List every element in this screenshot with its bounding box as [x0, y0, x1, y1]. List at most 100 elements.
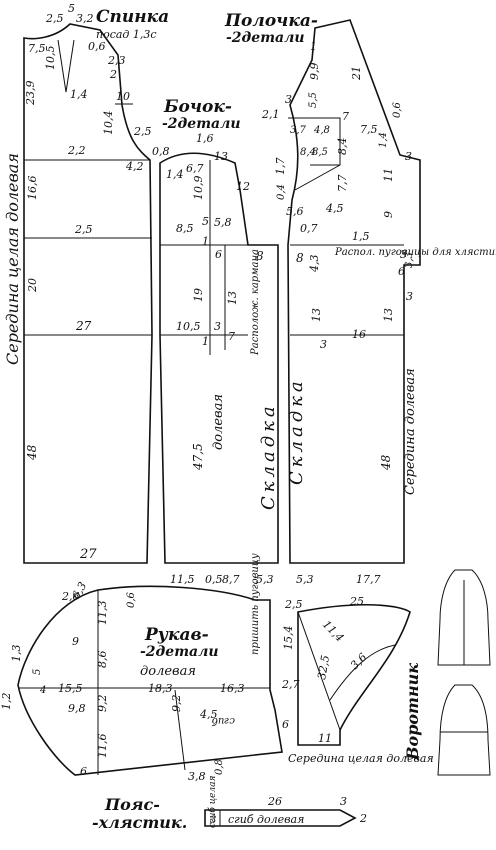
meas-front-28: 6 — [398, 265, 405, 278]
meas-back-2: 5 — [68, 2, 75, 15]
meas-back-14: 4,2 — [125, 160, 144, 173]
meas-side-19: 11,5 — [170, 573, 195, 586]
meas-front-23: 0,7 — [300, 222, 318, 235]
meas-collar-7: 11 — [318, 732, 332, 745]
meas-side-20: 0,5 — [205, 573, 223, 586]
meas-back-6: 10,5 — [44, 46, 57, 71]
meas-back-5: 2,3 — [107, 54, 126, 67]
back-measurements: 2,5 3,2 5 7,5 0,6 2,3 10,5 1,4 2 23,9 10… — [24, 2, 170, 562]
front-title: Полочка- — [224, 11, 318, 31]
meas-front-24: 1,5 — [352, 230, 370, 243]
side-piece — [159, 152, 279, 564]
belt-piece — [204, 809, 357, 827]
meas-back-13: 2,2 — [67, 144, 86, 157]
meas-sleeve-21: 0,8 — [214, 759, 225, 775]
meas-collar-4: 32,5 — [315, 654, 332, 680]
meas-sleeve-12: 1,2 — [0, 693, 13, 711]
meas-side-6: 5 — [202, 215, 209, 228]
meas-front-27: 3 — [400, 248, 407, 261]
sleeve-count: -2детали — [140, 644, 219, 660]
meas-front-29: 3,3 — [404, 252, 415, 268]
back-title: Спинка — [96, 7, 169, 27]
meas-belt-1: 3 — [340, 795, 347, 808]
meas-collar-0: 2,5 — [284, 598, 303, 611]
meas-front-26: 4,3 — [308, 255, 321, 274]
meas-front-30: 3 — [406, 290, 413, 303]
meas-sleeve-3: 0,6 — [126, 591, 137, 608]
meas-sleeve-16: 9,2 — [170, 695, 183, 713]
meas-sleeve-11: 2,7 — [281, 678, 300, 691]
coat-sketch-back — [437, 684, 491, 776]
back-ease-label: посад 1,3с — [96, 28, 157, 41]
meas-front-1: 9,9 — [308, 63, 321, 81]
front-piece — [287, 19, 421, 564]
meas-front-16: 7,7 — [336, 175, 349, 193]
front-measurements: 1 9,9 21 3 5,5 2,1 7 3,7 4,8 7,5 1,4 0,6… — [261, 40, 415, 586]
meas-belt-0: 26 — [267, 795, 282, 808]
meas-side-15: 3 — [214, 320, 221, 333]
coat-sketch-front — [437, 569, 491, 666]
meas-back-0: 2,5 — [45, 12, 64, 25]
meas-sleeve-6: 8,6 — [96, 651, 109, 669]
front-fold-label: Складка — [286, 377, 307, 485]
meas-front-20: 5,6 — [286, 205, 304, 218]
belt-fold-label: сгиб долевая — [228, 813, 304, 826]
collar-mid-label: Середина целая долевая — [288, 752, 434, 765]
side-fold-label: Складка — [258, 402, 279, 510]
meas-front-10: 1,4 — [378, 132, 389, 148]
meas-belt-3: 2 — [359, 812, 367, 825]
meas-back-21: 0,8 — [152, 145, 170, 158]
meas-side-5: 12 — [236, 180, 250, 193]
meas-side-22: 5,3 — [256, 573, 274, 586]
meas-back-7: 1,4 — [70, 88, 88, 101]
meas-side-18: 47,5 — [191, 443, 205, 471]
meas-collar-3: 11,4 — [320, 618, 347, 645]
belt-title-2: -хлястик. — [92, 813, 187, 832]
meas-sleeve-0: 2,6 — [61, 590, 80, 603]
side-count: -2детали — [162, 116, 241, 132]
meas-back-8: 2 — [109, 68, 117, 81]
meas-side-8: 8,5 — [176, 222, 194, 235]
meas-sleeve-5: 9 — [72, 635, 79, 648]
meas-front-7: 3,7 — [290, 125, 307, 136]
meas-front-22: 9 — [382, 211, 395, 218]
meas-front-3: 3 — [285, 93, 292, 106]
meas-side-14: 10,5 — [176, 320, 201, 333]
meas-front-2: 21 — [350, 66, 363, 81]
belt-whole-label: сгиб целая — [207, 776, 218, 828]
meas-side-0: 1,6 — [196, 132, 214, 145]
meas-front-11: 0,6 — [392, 101, 403, 118]
buttons-label: Распол. пуговицы для хлястика — [334, 247, 496, 258]
meas-sleeve-18: 11,6 — [96, 734, 109, 759]
meas-sleeve-17: 4,5 — [199, 708, 218, 721]
meas-side-17: 1 — [202, 335, 209, 348]
meas-front-9: 7,5 — [360, 123, 378, 136]
meas-back-11: 10,4 — [102, 111, 115, 136]
meas-back-16: 2,5 — [74, 223, 93, 236]
meas-sleeve-19: 6 — [80, 765, 87, 778]
front-count: -2детали — [226, 30, 305, 46]
meas-collar-2: 15,4 — [282, 626, 295, 651]
meas-front-31: 13 — [310, 308, 323, 322]
meas-sleeve-14: 9,8 — [68, 702, 86, 715]
side-measurements: 1,6 6,7 13 1,4 10,9 12 5 5,8 8,5 1 6 8 1… — [166, 132, 274, 586]
meas-back-18: 27 — [75, 319, 92, 333]
meas-collar-5: 3,6 — [348, 651, 370, 673]
meas-side-4: 10,9 — [192, 176, 205, 201]
meas-side-1: 6,7 — [186, 162, 204, 175]
meas-side-7: 5,8 — [214, 216, 232, 229]
meas-collar-1: 25 — [349, 595, 364, 608]
meas-side-12: 19 — [192, 288, 205, 302]
meas-side-21: 8,7 — [222, 573, 240, 586]
meas-front-34: 3 — [320, 338, 327, 351]
meas-side-13: 13 — [226, 291, 239, 305]
meas-front-14: 8,4 — [336, 138, 349, 156]
meas-sleeve-20: 3,8 — [188, 770, 206, 783]
meas-front-21: 4,5 — [325, 202, 344, 215]
collar-piece — [297, 603, 411, 746]
meas-back-17: 20 — [26, 278, 39, 293]
meas-front-5: 2,1 — [261, 108, 280, 121]
back-piece — [23, 23, 153, 564]
